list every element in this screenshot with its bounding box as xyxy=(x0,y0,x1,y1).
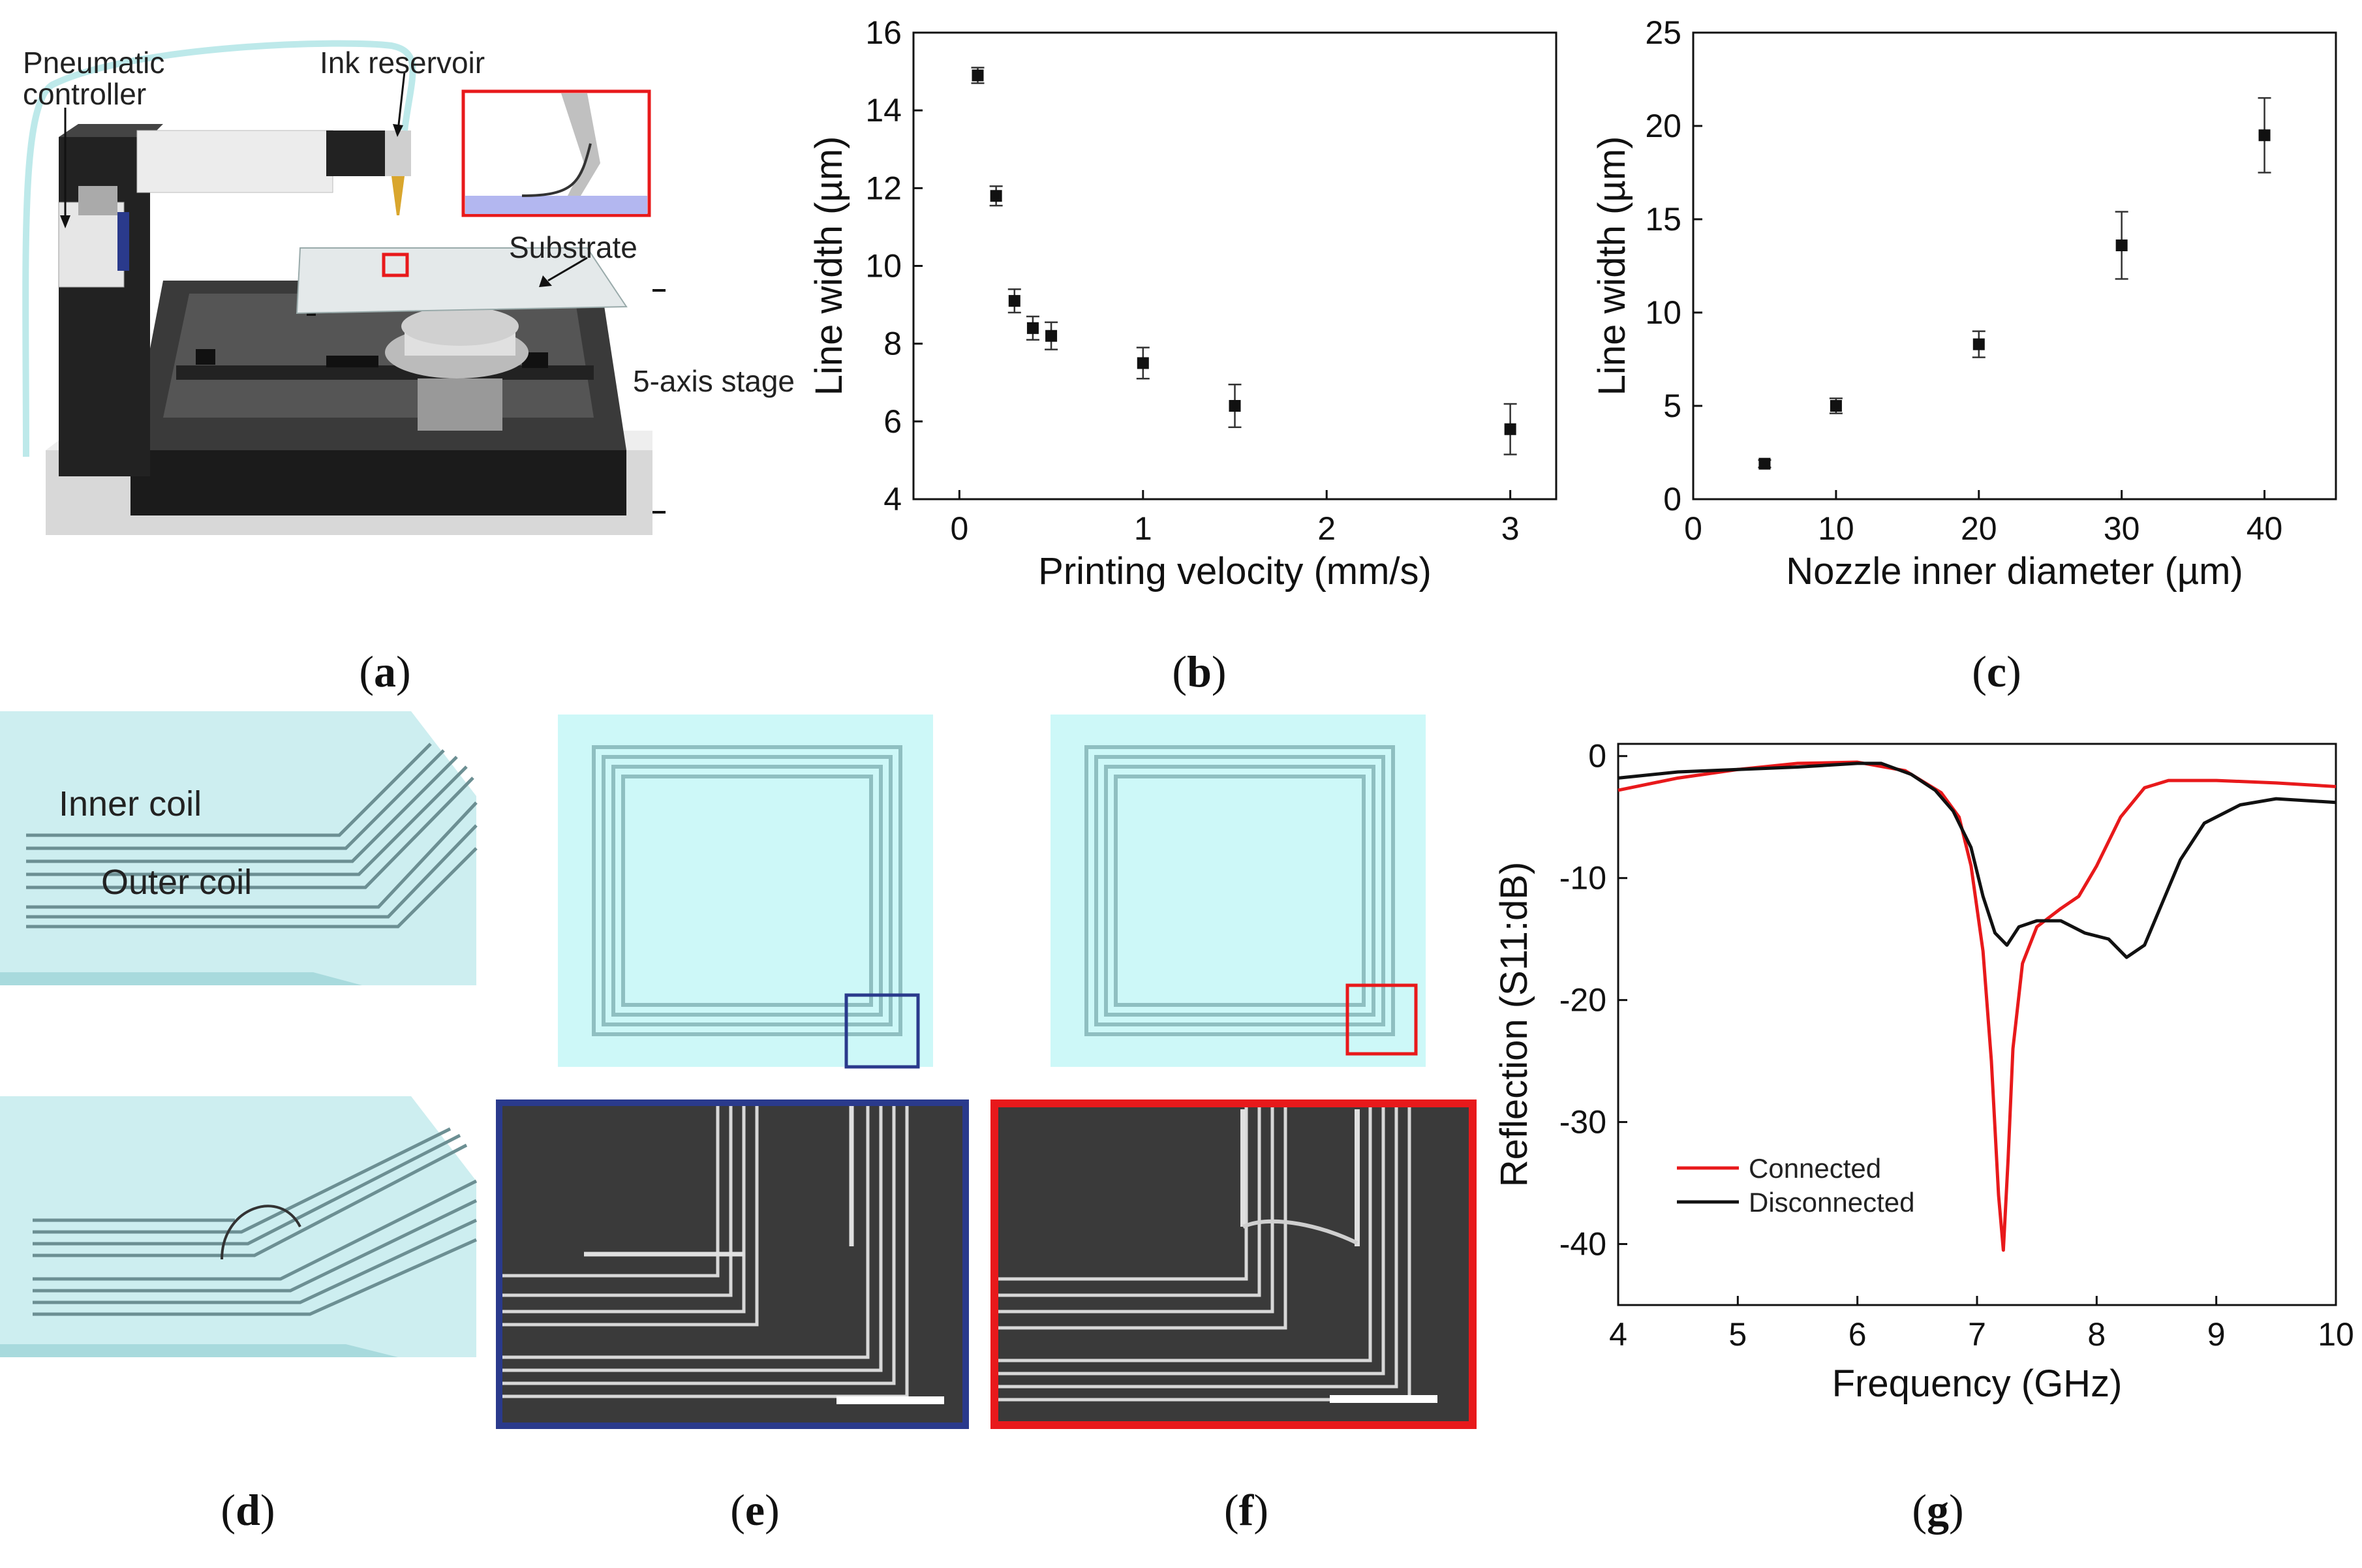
y-tick-label: 25 xyxy=(1645,14,1681,51)
data-point xyxy=(1972,338,1985,350)
data-point xyxy=(1137,357,1149,369)
y-tick-label: 20 xyxy=(1645,108,1681,144)
x-tick-label: 40 xyxy=(2247,510,2283,547)
zoom-box-red xyxy=(1345,983,1418,1056)
x-tick-label: 0 xyxy=(950,510,968,547)
y-tick-label: 14 xyxy=(865,92,902,129)
data-point xyxy=(1008,295,1020,307)
legend-label: Disconnected xyxy=(1749,1187,1914,1218)
panel-d-coil-illustrations: Inner coil Outer coil xyxy=(0,711,478,1357)
substrate-glass xyxy=(296,247,628,315)
x-tick-label: 20 xyxy=(1961,510,1997,547)
bridge-wire xyxy=(221,1205,301,1260)
stage-frame xyxy=(130,450,626,515)
x-axis-label: Nozzle inner diameter (µm) xyxy=(1786,550,2243,592)
label-pneumatic-line1: Pneumatic xyxy=(23,46,164,80)
legend-label: Connected xyxy=(1749,1153,1881,1184)
y-axis-label: Reflection (S11:dB) xyxy=(1493,862,1535,1188)
y-tick-label: 8 xyxy=(883,326,902,362)
nozzle-zoom-inset xyxy=(461,89,651,217)
x-tick-label: 2 xyxy=(1317,510,1336,547)
y-tick-label: -40 xyxy=(1559,1226,1606,1263)
x-axis-label: Frequency (GHz) xyxy=(1832,1362,2123,1405)
label-inner-coil: Inner coil xyxy=(59,784,202,823)
label-substrate: Substrate xyxy=(509,230,637,264)
caption-g: (g) xyxy=(1912,1485,1964,1535)
caption-e: (e) xyxy=(730,1485,780,1535)
y-tick-label: 15 xyxy=(1645,201,1681,238)
coil-lines-bottom xyxy=(33,1127,478,1316)
label-5-axis-stage: 5-axis stage xyxy=(633,364,795,398)
data-point xyxy=(2115,239,2128,252)
y-tick-label: 4 xyxy=(883,481,902,517)
data-point xyxy=(1758,457,1771,470)
y-axis-label: Line width (µm) xyxy=(1591,136,1633,396)
panel-e-coil-images xyxy=(496,715,969,1429)
nozzle-tip xyxy=(391,176,405,215)
scale-bar-e xyxy=(836,1396,944,1404)
y-tick-label: 10 xyxy=(865,248,902,284)
ink-tube xyxy=(22,40,416,457)
caption-a: (a) xyxy=(359,647,411,696)
caption-d: (d) xyxy=(221,1485,275,1535)
caption-c: (c) xyxy=(1972,647,2021,696)
y-tick-label: -20 xyxy=(1559,982,1606,1019)
substrate-highlight-box xyxy=(382,253,409,277)
scale-bar-f xyxy=(1330,1395,1437,1403)
data-point xyxy=(1045,330,1058,342)
x-tick-label: 10 xyxy=(2318,1316,2354,1353)
y-tick-label: -30 xyxy=(1559,1104,1606,1141)
printer-arm xyxy=(136,130,333,193)
label-ink-reservoir: Ink reservoir xyxy=(320,46,485,80)
data-point xyxy=(1229,400,1241,412)
data-point xyxy=(972,69,984,82)
x-tick-label: 3 xyxy=(1501,510,1520,547)
y-tick-label: 6 xyxy=(883,403,902,440)
x-tick-label: 6 xyxy=(1848,1316,1867,1353)
data-point xyxy=(1026,322,1039,334)
y-axis-label: Line width (µm) xyxy=(808,136,850,396)
series-line-disconnected xyxy=(1618,761,2337,959)
x-tick-label: 5 xyxy=(1728,1316,1747,1353)
series-line-connected xyxy=(1618,760,2337,1252)
x-tick-label: 10 xyxy=(1818,510,1854,547)
panel-a-printer-illustration: Pneumatic controller Ink reservoir Subst… xyxy=(22,40,666,535)
x-tick-label: 9 xyxy=(2207,1316,2226,1353)
x-tick-label: 7 xyxy=(1968,1316,1986,1353)
glass-bottom xyxy=(0,1096,476,1357)
y-tick-label: 0 xyxy=(1588,738,1606,775)
caption-b: (b) xyxy=(1172,647,1227,696)
x-tick-label: 8 xyxy=(2087,1316,2106,1353)
label-pneumatic-line2: controller xyxy=(23,77,146,111)
caption-f: (f) xyxy=(1224,1485,1268,1535)
plot-frame xyxy=(912,31,1557,500)
x-tick-label: 30 xyxy=(2104,510,2140,547)
data-point xyxy=(1830,400,1842,412)
zoom-box-blue xyxy=(844,993,920,1069)
plot-frame xyxy=(1692,31,2337,500)
y-tick-label: -10 xyxy=(1559,860,1606,897)
x-axis-label: Printing velocity (mm/s) xyxy=(1038,550,1432,592)
y-tick-label: 16 xyxy=(865,14,902,51)
data-point xyxy=(2258,129,2271,142)
x-tick-label: 0 xyxy=(1684,510,1702,547)
plot-frame xyxy=(1617,743,2337,1306)
panel-f-coil-images xyxy=(990,715,1477,1429)
data-point xyxy=(990,190,1002,202)
y-tick-label: 0 xyxy=(1663,481,1681,517)
panel-a-stage-label-layer: 5-axis stage xyxy=(633,364,795,398)
x-tick-label: 1 xyxy=(1134,510,1152,547)
y-tick-label: 12 xyxy=(865,170,902,206)
x-tick-label: 4 xyxy=(1609,1316,1627,1353)
label-outer-coil: Outer coil xyxy=(101,863,252,902)
data-point xyxy=(1504,423,1516,435)
coil-lines-top xyxy=(26,743,478,929)
y-tick-label: 10 xyxy=(1645,294,1681,331)
y-tick-label: 5 xyxy=(1663,388,1681,424)
